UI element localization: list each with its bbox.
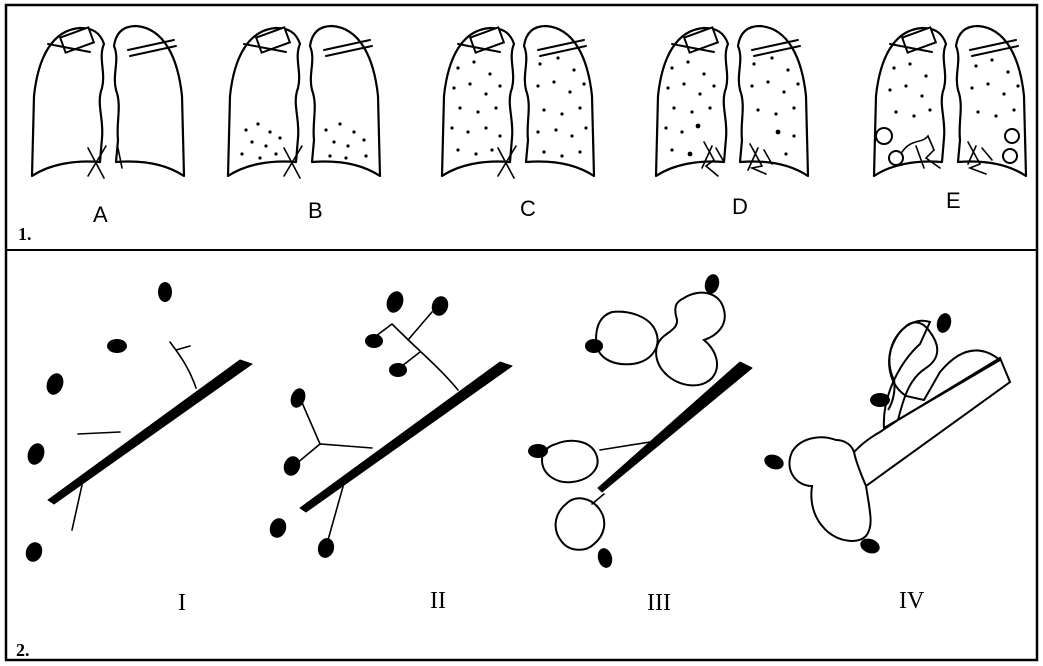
panel-iv — [762, 312, 1010, 556]
lobule — [267, 516, 289, 540]
panel-label-c: C — [520, 196, 536, 221]
panel-label-iv: IV — [899, 588, 925, 614]
part-label-2: 2. — [16, 640, 30, 660]
panel-label-b: B — [308, 198, 323, 223]
enlarged-sac — [542, 441, 598, 482]
panel-label-iii: III — [647, 590, 671, 616]
lobule — [585, 339, 603, 353]
panel-c — [442, 26, 594, 178]
panel-label-a: A — [93, 202, 108, 227]
bronchus-trunk — [300, 362, 512, 512]
panel-label-e: E — [946, 188, 961, 213]
lung-pair — [32, 26, 184, 178]
panel-ii — [267, 289, 512, 560]
lobule — [107, 339, 127, 353]
lobule — [528, 444, 548, 458]
lobule — [281, 454, 303, 478]
lobule — [596, 547, 615, 570]
lobule — [365, 334, 383, 348]
panel-iii — [528, 273, 752, 570]
lobule — [870, 393, 890, 407]
panel-d — [656, 26, 808, 176]
emphysematous-sac — [789, 437, 870, 541]
panel-label-d: D — [732, 194, 748, 219]
lobule — [935, 312, 954, 335]
lobule — [429, 294, 451, 318]
lobule — [384, 289, 407, 315]
panel-a — [32, 26, 184, 178]
enlarged-sac — [556, 498, 605, 549]
lobule — [23, 540, 45, 564]
lobule — [158, 282, 172, 302]
panel-i — [23, 282, 252, 564]
lobule — [316, 536, 337, 559]
enlarged-sac — [596, 312, 658, 365]
bronchus-trunk — [48, 360, 252, 504]
lobule — [288, 386, 308, 410]
panel-label-i: I — [178, 590, 186, 616]
part-label-1: 1. — [18, 224, 32, 244]
lobule — [389, 363, 407, 377]
enlarged-sac — [884, 321, 1000, 428]
panel-b — [228, 26, 380, 178]
enlarged-sac — [656, 293, 725, 386]
lobule — [25, 441, 48, 467]
panel-e — [874, 26, 1026, 176]
lobule — [44, 371, 67, 397]
panel-label-ii: II — [430, 588, 446, 614]
lobule — [762, 452, 786, 472]
